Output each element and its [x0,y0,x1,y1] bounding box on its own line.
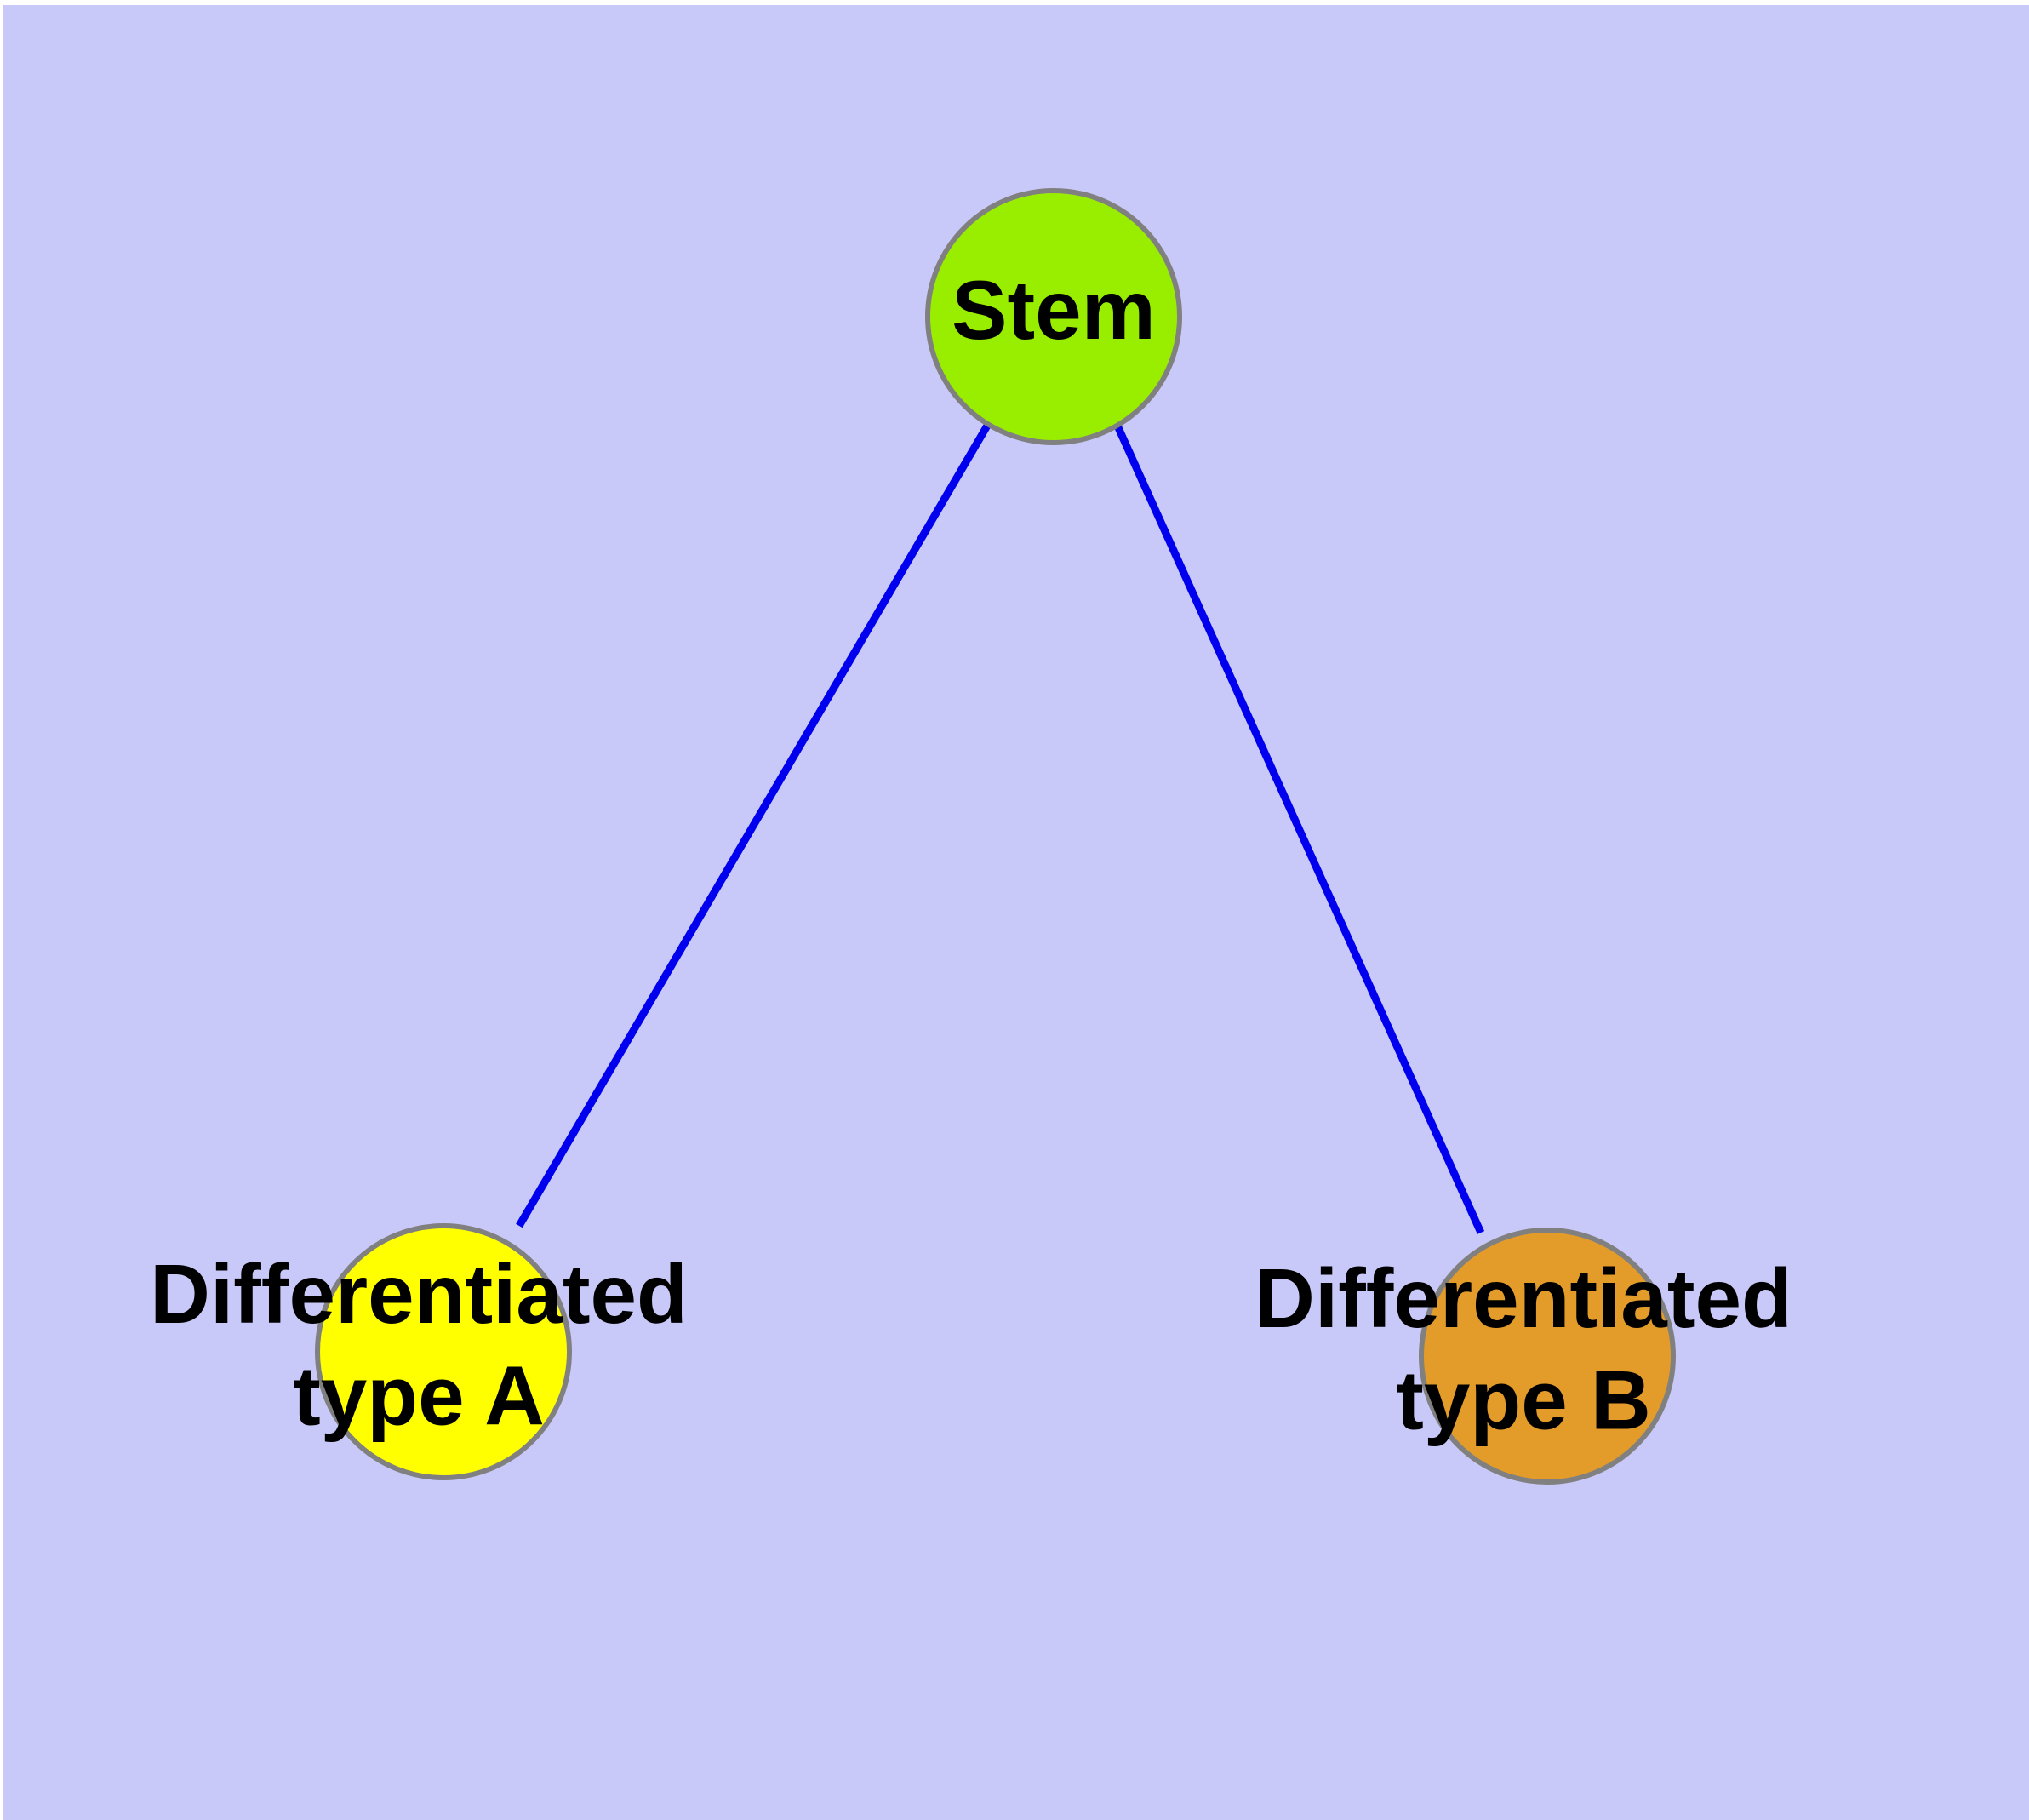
edge-stem-to-differentiated-type-b[interactable] [1112,422,1485,1234]
node-layer: Stem [315,188,1676,1485]
node-differentiated-type-a-circle[interactable] [315,1223,572,1480]
node-differentiated-type-a-label-line-0: Differentiated [150,1247,688,1341]
node-differentiated-type-b-circle[interactable] [1419,1228,1676,1485]
label-overlay-layer: Differentiated type A Differentiated typ… [150,1247,1792,1447]
node-stem-label-line-0: Stem [952,263,1156,357]
node-differentiated-type-b[interactable] [1419,1228,1676,1485]
node-stem-circle[interactable] [925,188,1182,445]
node-differentiated-type-b-label-line-1: type B [1396,1354,1651,1447]
node-differentiated-type-a[interactable] [315,1223,572,1480]
node-differentiated-type-a-label-line-1: type A [293,1349,545,1443]
node-stem[interactable]: Stem [925,188,1182,445]
edge-stem-to-differentiated-type-a[interactable] [516,423,991,1228]
node-differentiated-type-b-label-line-0: Differentiated [1255,1251,1792,1345]
edge-layer [516,422,1485,1234]
